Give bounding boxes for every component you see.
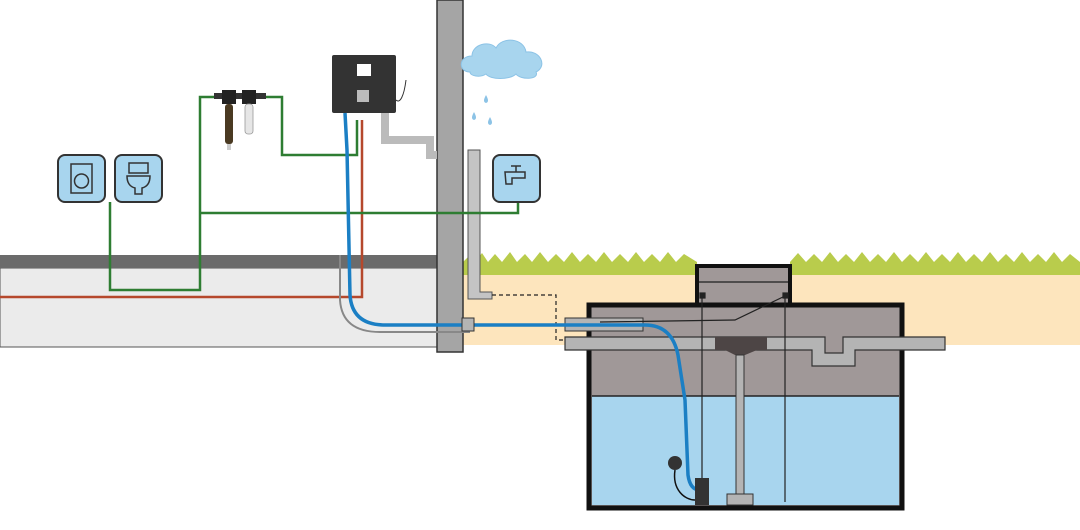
toilet-icon xyxy=(114,154,163,203)
house-wall xyxy=(436,0,464,353)
float-switch-icon xyxy=(668,456,696,501)
submersible-pump-icon xyxy=(695,478,709,505)
overflow-pipe xyxy=(564,336,946,506)
mains-water-line xyxy=(0,120,364,299)
rain-cloud-icon xyxy=(460,39,543,125)
supply-lines xyxy=(108,95,520,292)
control-unit-icon xyxy=(332,55,407,113)
tank-water xyxy=(592,396,899,505)
float-cables xyxy=(599,292,789,502)
pump-delivery-line xyxy=(343,112,701,492)
filter-icon xyxy=(214,90,266,150)
garden-tap-icon xyxy=(492,154,541,203)
downpipe xyxy=(467,149,565,341)
floor-slab xyxy=(0,255,438,348)
washing-machine-icon xyxy=(57,154,106,203)
